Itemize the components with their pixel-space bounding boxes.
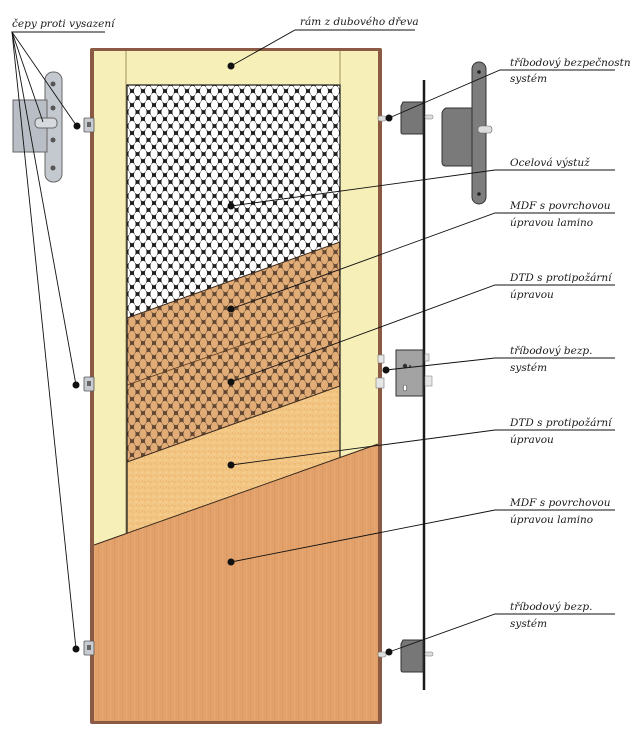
label-steel-reinforcement: Ocelová výstuž <box>510 156 590 169</box>
label-bottom-lock-line2: systém <box>510 618 547 630</box>
label-dtd-upper-line1: DTD s protipožární <box>509 271 613 284</box>
label-oak-frame: rám z dubového dřeva <box>300 16 419 28</box>
label-top-lock-line2: systém <box>510 73 547 85</box>
mid-lock-case <box>395 349 424 397</box>
label-mid-lock-line2: systém <box>510 362 547 374</box>
leader-lines <box>11 29 615 653</box>
mdf-lower-layer <box>94 444 378 721</box>
hinge-pin-middle <box>83 376 95 392</box>
label-bottom-lock-line1: tříbodový bezp. <box>510 600 592 613</box>
callout-dots <box>72 62 393 656</box>
mortise-lock-detail <box>441 61 493 205</box>
label-mdf-upper-line1: MDF s povrchovou <box>509 200 611 212</box>
label-dtd-lower-line2: úpravou <box>510 434 554 446</box>
label-mid-lock-line1: tříbodový bezp. <box>510 344 592 357</box>
label-top-lock-line1: tříbodový bezpečnostní <box>510 56 630 69</box>
hinge-pin-top <box>83 117 95 133</box>
label-dtd-upper-line2: úpravou <box>510 289 554 301</box>
lock-rod <box>395 80 434 690</box>
label-dtd-lower-line1: DTD s protipožární <box>509 416 613 429</box>
label-mdf-lower-line2: úpravou lamino <box>510 514 593 526</box>
label-mdf-upper-line2: úpravou lamino <box>510 217 593 229</box>
hinge-pin-bottom <box>83 640 95 656</box>
label-mdf-lower-line1: MDF s povrchovou <box>509 497 611 509</box>
hinge-detail-illustration <box>12 71 63 183</box>
label-hinge-pins: čepy proti vysazení <box>12 17 116 30</box>
